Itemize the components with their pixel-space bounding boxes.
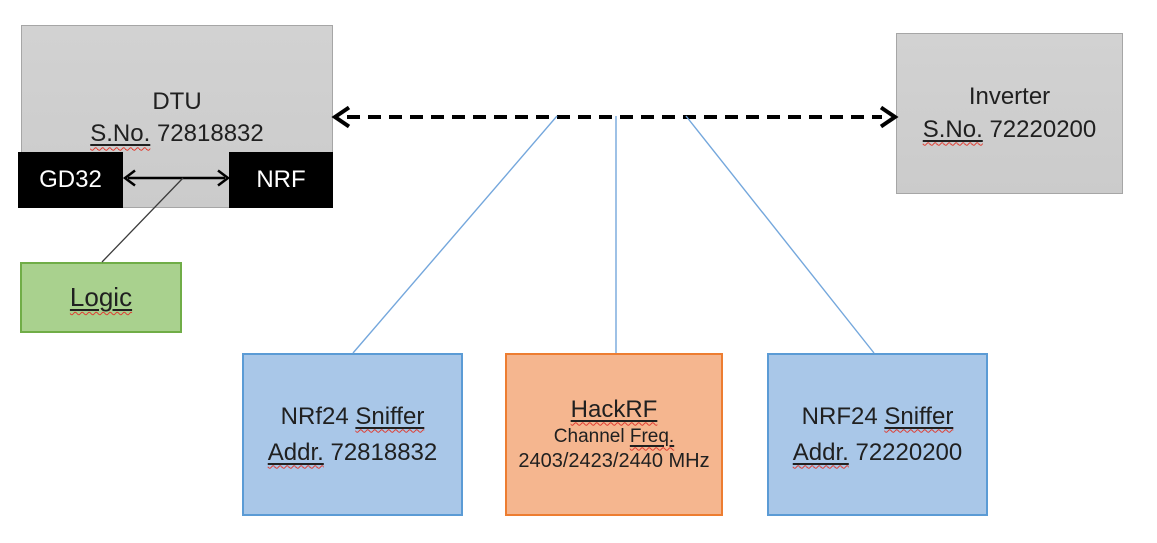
inverter-serial: S.No. 72220200 (923, 114, 1096, 146)
hackrf-frequencies: 2403/2423/2440 MHz (518, 450, 710, 473)
hackrf-title: HackRF (570, 395, 658, 423)
sniffer-right-addr-label: Addr. (792, 438, 849, 466)
line-to-sniffer-left (352, 115, 558, 354)
sniffer-left-name-word: Sniffer (355, 402, 425, 430)
gd32-chip-label: GD32 (39, 166, 102, 193)
sniffer-left-box: NRf24 Sniffer Addr. 72818832 (242, 353, 463, 516)
hackrf-box: HackRF Channel Freq. 2403/2423/2440 MHz (505, 353, 723, 516)
sniffer-right-box: NRF24 Sniffer Addr. 72220200 (767, 353, 988, 516)
nrf-chip: NRF (229, 152, 333, 208)
sniffer-left-name-prefix: NRf24 (280, 402, 349, 430)
sniffer-right-name-word: Sniffer (884, 402, 954, 430)
logic-label: Logic (69, 282, 133, 312)
sniffer-right-name-prefix: NRF24 (801, 402, 878, 430)
hackrf-channel-word: Freq. (629, 425, 675, 447)
inverter-serial-number: 72220200 (989, 115, 1097, 143)
sniffer-left-addr-number: 72818832 (330, 438, 438, 466)
dtu-inverter-dashed-arrow (331, 105, 899, 129)
sniffer-left-addr-label: Addr. (267, 438, 324, 466)
sniffer-right-addr: Addr. 72220200 (793, 435, 963, 471)
gd32-chip: GD32 (18, 152, 123, 208)
inverter-box: Inverter S.No. 72220200 (896, 33, 1123, 194)
dtu-serial: S.No. 72818832 (90, 118, 263, 150)
sniffer-left-addr: Addr. 72818832 (268, 435, 438, 471)
nrf-chip-label: NRF (256, 166, 306, 193)
logic-box: Logic (20, 262, 182, 333)
hackrf-channel-line: Channel Freq. (554, 425, 674, 449)
inverter-title: Inverter (968, 83, 1051, 111)
dtu-serial-label: S.No. (90, 120, 151, 148)
sniffer-left-name: NRf24 Sniffer (281, 399, 425, 435)
line-to-sniffer-right (685, 115, 875, 354)
dtu-serial-number: 72818832 (156, 120, 264, 148)
hackrf-channel-prefix: Channel (553, 425, 625, 447)
sniffer-right-addr-number: 72220200 (855, 438, 963, 466)
inverter-serial-label: S.No. (922, 115, 983, 143)
dtu-title: DTU (152, 88, 202, 115)
hackrf-title-line: HackRF (571, 394, 658, 425)
sniffer-right-name: NRF24 Sniffer (802, 399, 954, 435)
